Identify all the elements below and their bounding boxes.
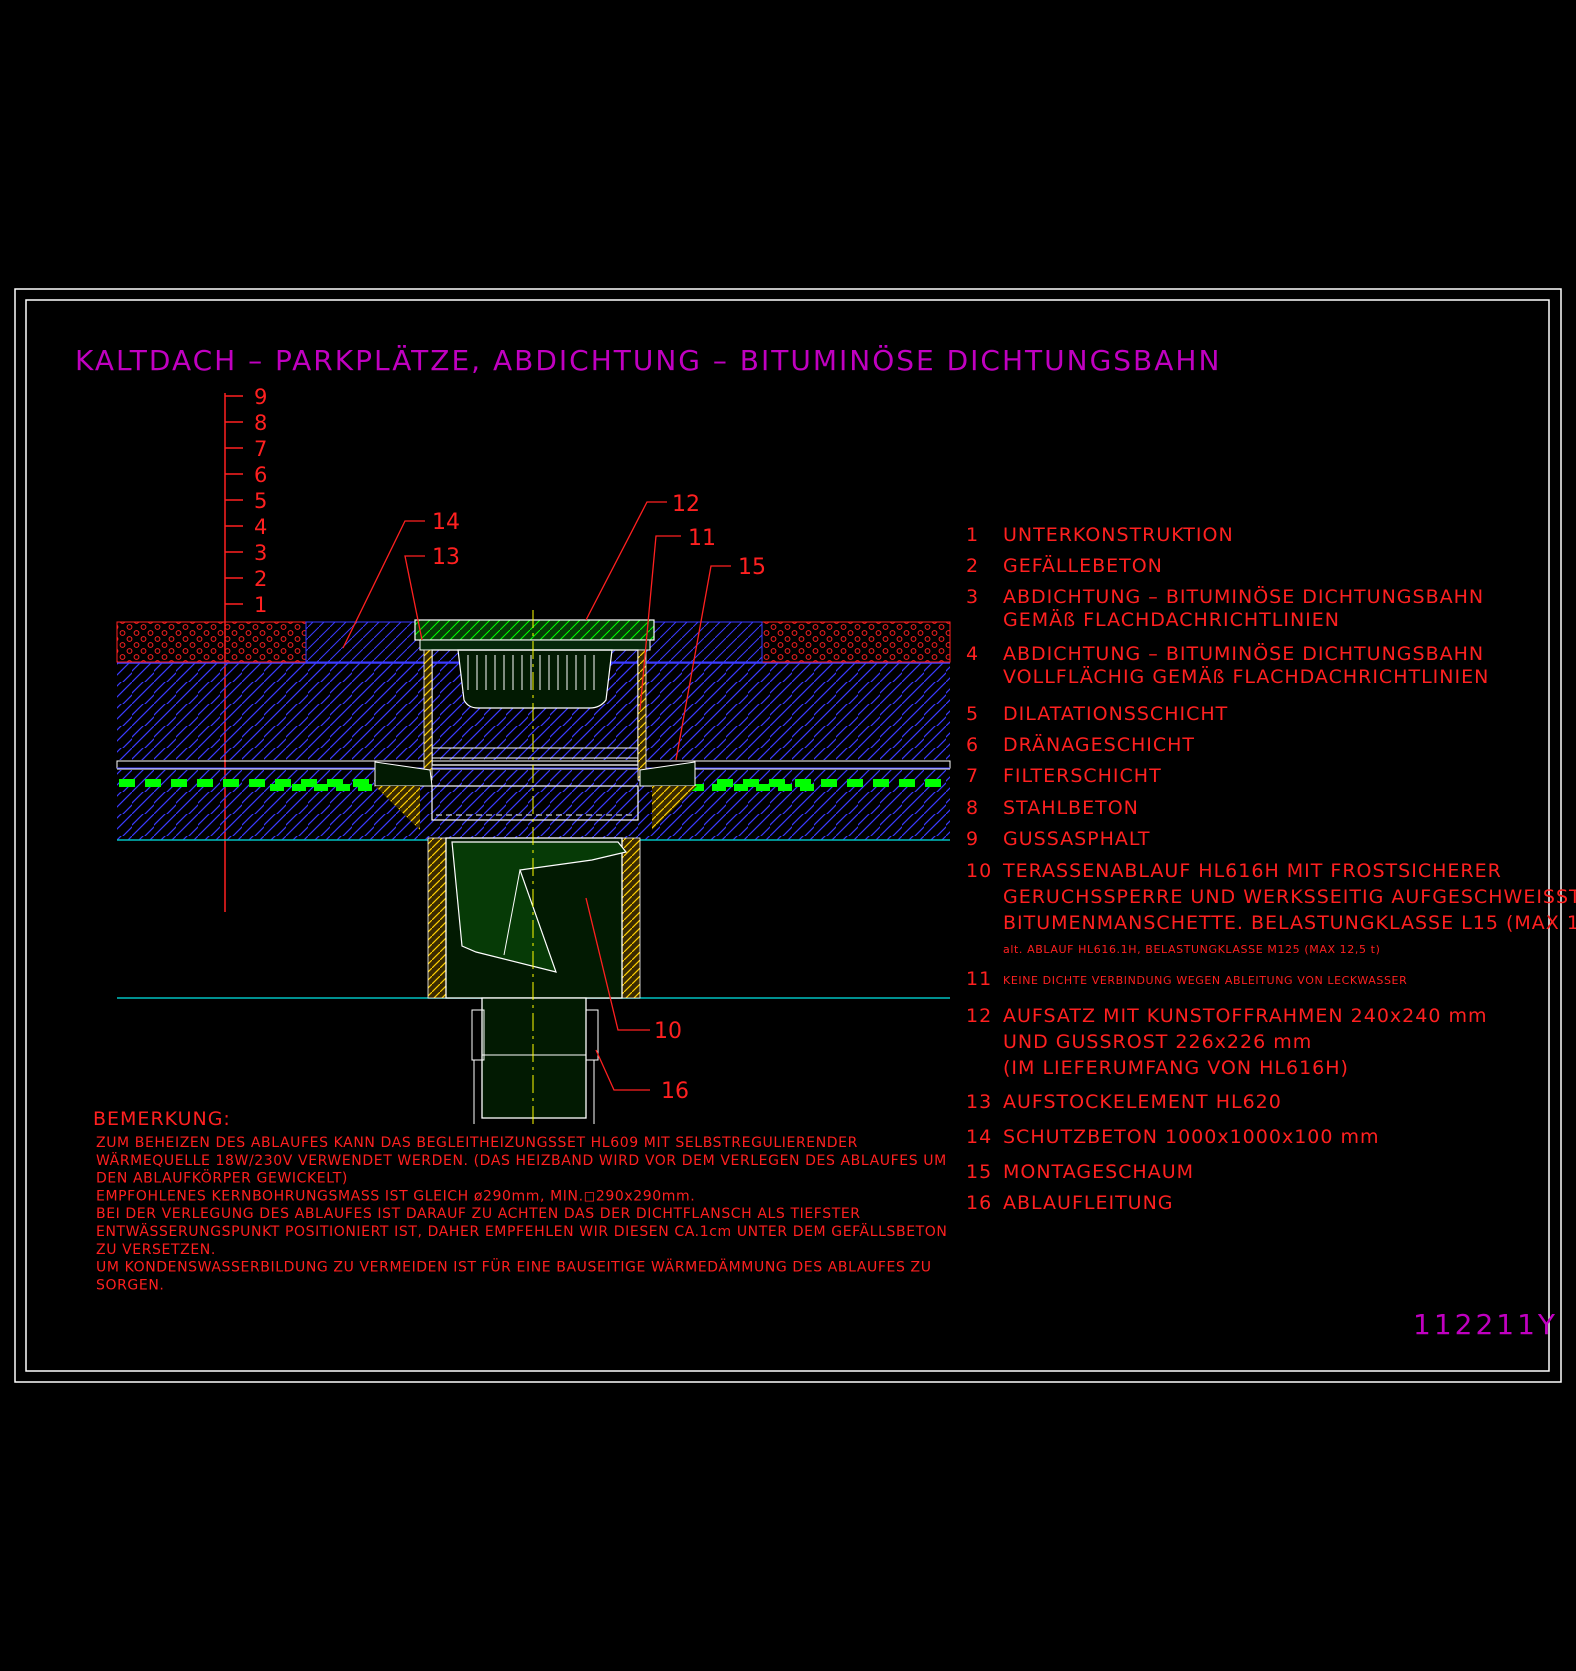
scale-label: 7 — [254, 437, 267, 461]
layer-draenage — [119, 779, 941, 791]
drain-assembly — [374, 610, 697, 1124]
legend-number: 12 — [966, 1005, 992, 1027]
legend-number: 10 — [966, 860, 992, 882]
scale-label: 1 — [254, 593, 267, 617]
drawing-title: KALTDACH – PARKPLÄTZE, ABDICHTUNG – BITU… — [75, 343, 1221, 377]
legend-number: 8 — [966, 797, 979, 819]
drain-grate — [414, 619, 655, 641]
legend-text: GERUCHSSPERRE UND WERKSSEITIG AUFGESCHWE… — [1003, 886, 1576, 908]
scale-label: 9 — [254, 385, 267, 409]
drain-basket — [457, 649, 613, 709]
legend-text: MONTAGESCHAUM — [1003, 1161, 1194, 1183]
legend-number: 7 — [966, 765, 979, 787]
legend-text: GEMÄß FLACHDACHRICHTLINIEN — [1003, 608, 1340, 631]
legend-number: 4 — [966, 643, 979, 665]
legend-text: BITUMENMANSCHETTE. BELASTUNGKLASSE L15 (… — [1003, 912, 1576, 934]
scale-label: 8 — [254, 411, 267, 435]
legend-number: 1 — [966, 524, 979, 546]
insulation-right — [621, 837, 641, 999]
drain-pipe — [481, 997, 587, 1119]
legend-number: 9 — [966, 828, 979, 850]
legend-text: ABDICHTUNG – BITUMINÖSE DICHTUNGSBAHN — [1003, 585, 1484, 608]
section-drawing — [116, 501, 951, 1124]
legend-text: DILATATIONSSCHICHT — [1003, 703, 1228, 725]
scale-label: 3 — [254, 541, 267, 565]
leader-lines — [342, 501, 731, 1091]
legend-number: 5 — [966, 703, 979, 725]
legend-number: 13 — [966, 1091, 992, 1113]
scale-label: 2 — [254, 567, 267, 591]
scale-label: 5 — [254, 489, 267, 513]
montageschaum-left — [375, 786, 420, 830]
remark-line: ZUM BEHEIZEN DES ABLAUFES KANN DAS BEGLE… — [96, 1135, 858, 1151]
scale-label: 6 — [254, 463, 267, 487]
legend-text: FILTERSCHICHT — [1003, 765, 1162, 787]
remark-line: BEI DER VERLEGUNG DES ABLAUFES IST DARAU… — [96, 1206, 861, 1222]
callout-14: 14 — [432, 510, 460, 535]
legend-text: ABDICHTUNG – BITUMINÖSE DICHTUNGSBAHN — [1003, 642, 1484, 665]
legend-note: alt. ABLAUF HL616.1H, BELASTUNGKLASSE M1… — [1003, 943, 1380, 956]
layer-gussasphalt-left — [116, 621, 307, 663]
legend-number: 3 — [966, 586, 979, 608]
callout-15: 15 — [738, 555, 766, 580]
outer-frame — [14, 288, 1562, 1383]
legend-number: 11 — [966, 968, 992, 990]
callout-12: 12 — [672, 492, 700, 517]
remark-line: UM KONDENSWASSERBILDUNG ZU VERMEIDEN IST… — [96, 1258, 932, 1276]
callout-10: 10 — [654, 1019, 682, 1044]
callout-16: 16 — [661, 1079, 689, 1104]
inner-frame — [25, 299, 1550, 1372]
legend-text: ABLAUFLEITUNG — [1003, 1192, 1174, 1214]
legend-number: 16 — [966, 1192, 992, 1214]
legend-text: TERASSENABLAUF HL616H MIT FROSTSICHERER — [1002, 860, 1502, 882]
remark-line: SORGEN. — [96, 1277, 164, 1293]
legend-text: GUSSASPHALT — [1003, 828, 1150, 850]
callout-13: 13 — [432, 545, 460, 570]
remark-line: WÄRMEQUELLE 18W/230V VERWENDET WERDEN. (… — [96, 1151, 947, 1169]
remark-line: DEN ABLAUFKÖRPER GEWICKELT) — [96, 1169, 348, 1187]
legend-text: UNTERKONSTRUKTION — [1003, 524, 1234, 546]
insulation-left — [427, 837, 447, 999]
legend-text: UND GUSSROST 226x226 mm — [1003, 1031, 1312, 1053]
legend-text: (IM LIEFERUMFANG VON HL616H) — [1003, 1057, 1349, 1079]
legend-number: 15 — [966, 1161, 992, 1183]
scale-label: 4 — [254, 515, 267, 539]
remark-heading: BEMERKUNG: — [93, 1108, 231, 1130]
drawing-code: 112211Y — [1413, 1308, 1558, 1341]
legend-text: AUFSATZ MIT KUNSTOFFRAHMEN 240x240 mm — [1003, 1005, 1487, 1027]
legend-text: DRÄNAGESCHICHT — [1003, 733, 1195, 756]
remark-line: EMPFOHLENES KERNBOHRUNGSMASS IST GLEICH … — [96, 1188, 695, 1204]
legend-text: AUFSTOCKELEMENT HL620 — [1003, 1091, 1282, 1113]
montageschaum-right — [652, 786, 697, 830]
callout-11: 11 — [688, 526, 716, 551]
legend-number: 2 — [966, 555, 979, 577]
remark-line: ENTWÄSSERUNGSPUNKT POSITIONIERT IST, DAH… — [96, 1222, 948, 1240]
legend-text: SCHUTZBETON 1000x1000x100 mm — [1003, 1126, 1380, 1148]
legend-text: VOLLFLÄCHIG GEMÄß FLACHDACHRICHTLINIEN — [1003, 665, 1489, 688]
legend-number: 14 — [966, 1126, 992, 1148]
remarks: BEMERKUNG: ZUM BEHEIZEN DES ABLAUFES KAN… — [93, 1108, 948, 1293]
legend-number: 6 — [966, 734, 979, 756]
legend-note: KEINE DICHTE VERBINDUNG WEGEN ABLEITUNG … — [1003, 974, 1407, 987]
layer-gussasphalt-right — [761, 621, 951, 663]
legend-text: GEFÄLLEBETON — [1003, 554, 1163, 577]
remark-line: ZU VERSETZEN. — [96, 1242, 216, 1258]
drain-frame — [419, 639, 651, 651]
callout-labels: 14 13 12 11 15 10 16 — [432, 492, 766, 1104]
legend-text: STAHLBETON — [1003, 797, 1139, 819]
